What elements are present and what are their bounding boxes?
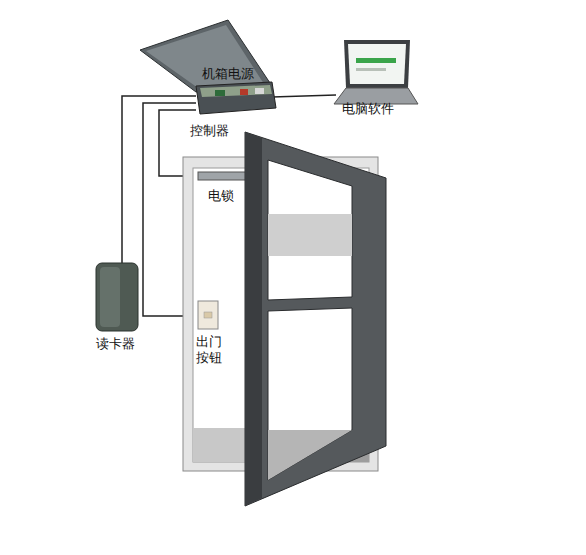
device-label: 控制器 — [190, 123, 250, 139]
exit-button — [198, 301, 218, 329]
open-door — [245, 132, 386, 506]
wire — [272, 95, 336, 97]
device-label: 电脑软件 — [342, 101, 422, 117]
device-label: 读卡器 — [96, 336, 156, 352]
controller-box — [140, 20, 276, 114]
device-label: 出门 按钮 — [196, 334, 224, 367]
card-reader — [96, 263, 138, 331]
device-label: 机箱电源 — [202, 66, 272, 82]
device-label: 电锁 — [208, 188, 248, 204]
laptop — [334, 40, 418, 104]
